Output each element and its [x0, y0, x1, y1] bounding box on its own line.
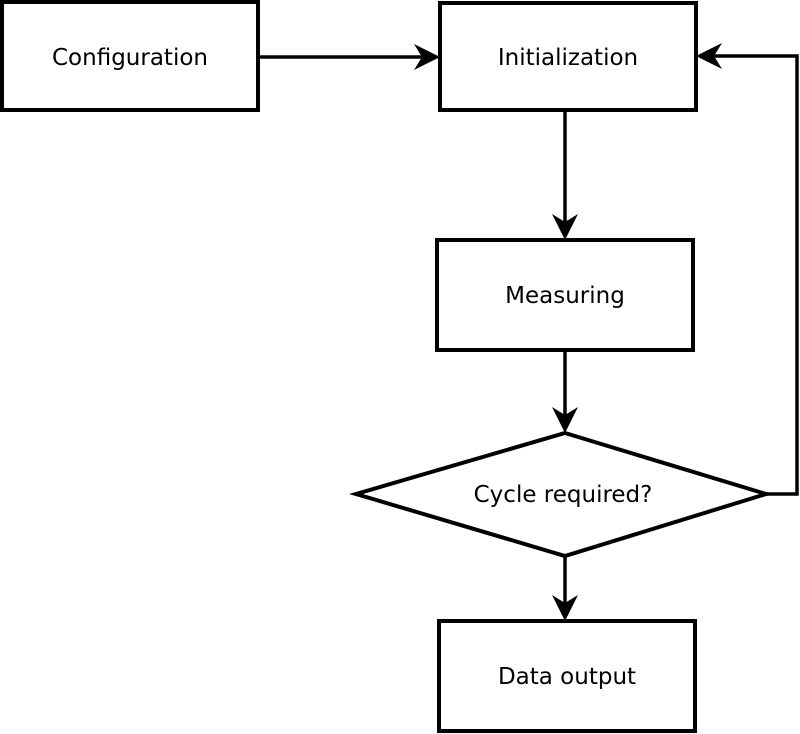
edge-cycle-required-to-data-output: [552, 556, 578, 621]
node-cycle-required: Cycle required?: [348, 430, 773, 559]
measuring-box: [435, 238, 695, 352]
node-configuration: Configuration: [0, 0, 260, 112]
edge-cycle-required-to-initialization-loop: [696, 43, 799, 496]
cycle-required-label: Cycle required?: [474, 482, 653, 508]
cycle-required-diamond: [348, 430, 773, 559]
data-output-label: Data output: [498, 664, 636, 690]
node-initialization: Initialization: [438, 1, 698, 112]
arrowhead-down-icon: [552, 595, 578, 621]
edge-initialization-to-measuring: [552, 110, 578, 240]
initialization-label: Initialization: [498, 45, 638, 71]
arrowhead-down-icon: [552, 214, 578, 240]
arrowhead-right-icon: [414, 44, 440, 70]
measuring-label: Measuring: [505, 283, 625, 309]
arrowhead-left-icon: [696, 43, 722, 69]
edge-loop-line: [713, 54, 799, 496]
arrowhead-down-icon: [552, 407, 578, 433]
node-data-output: Data output: [437, 619, 697, 733]
edge-measuring-to-cycle-required: [552, 350, 578, 433]
configuration-label: Configuration: [52, 45, 208, 71]
data-output-box: [437, 619, 697, 733]
edge-configuration-to-initialization: [258, 44, 440, 70]
node-measuring: Measuring: [435, 238, 695, 352]
configuration-box: [0, 0, 260, 112]
initialization-box: [438, 1, 698, 112]
